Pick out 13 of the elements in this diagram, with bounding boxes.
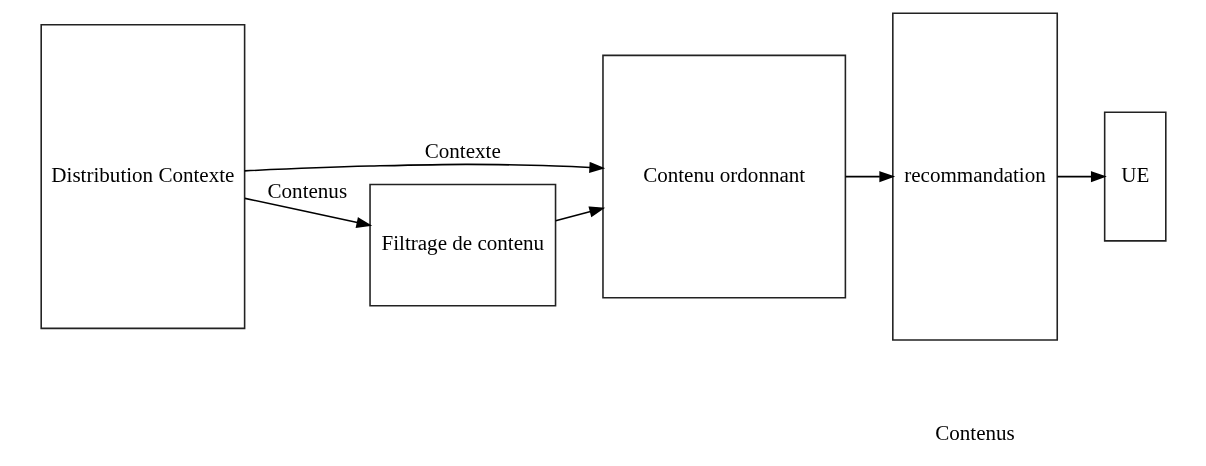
- arrow: [844, 170, 895, 182]
- label: Contenus: [934, 420, 1015, 445]
- arrow: [243, 197, 372, 228]
- arrow: [554, 205, 605, 222]
- node-box: Distribution Contexte: [39, 23, 245, 329]
- edge-label: Contexte: [424, 138, 501, 163]
- node-box: Filtrage de contenu: [368, 183, 556, 306]
- node-box: Contenu ordonnant: [601, 54, 846, 299]
- arrow: [243, 161, 605, 173]
- node-box: UE: [1103, 111, 1167, 242]
- edge-label: Contenus: [267, 178, 347, 203]
- node-box: recommandation: [891, 11, 1058, 341]
- arrow: [1056, 170, 1107, 182]
